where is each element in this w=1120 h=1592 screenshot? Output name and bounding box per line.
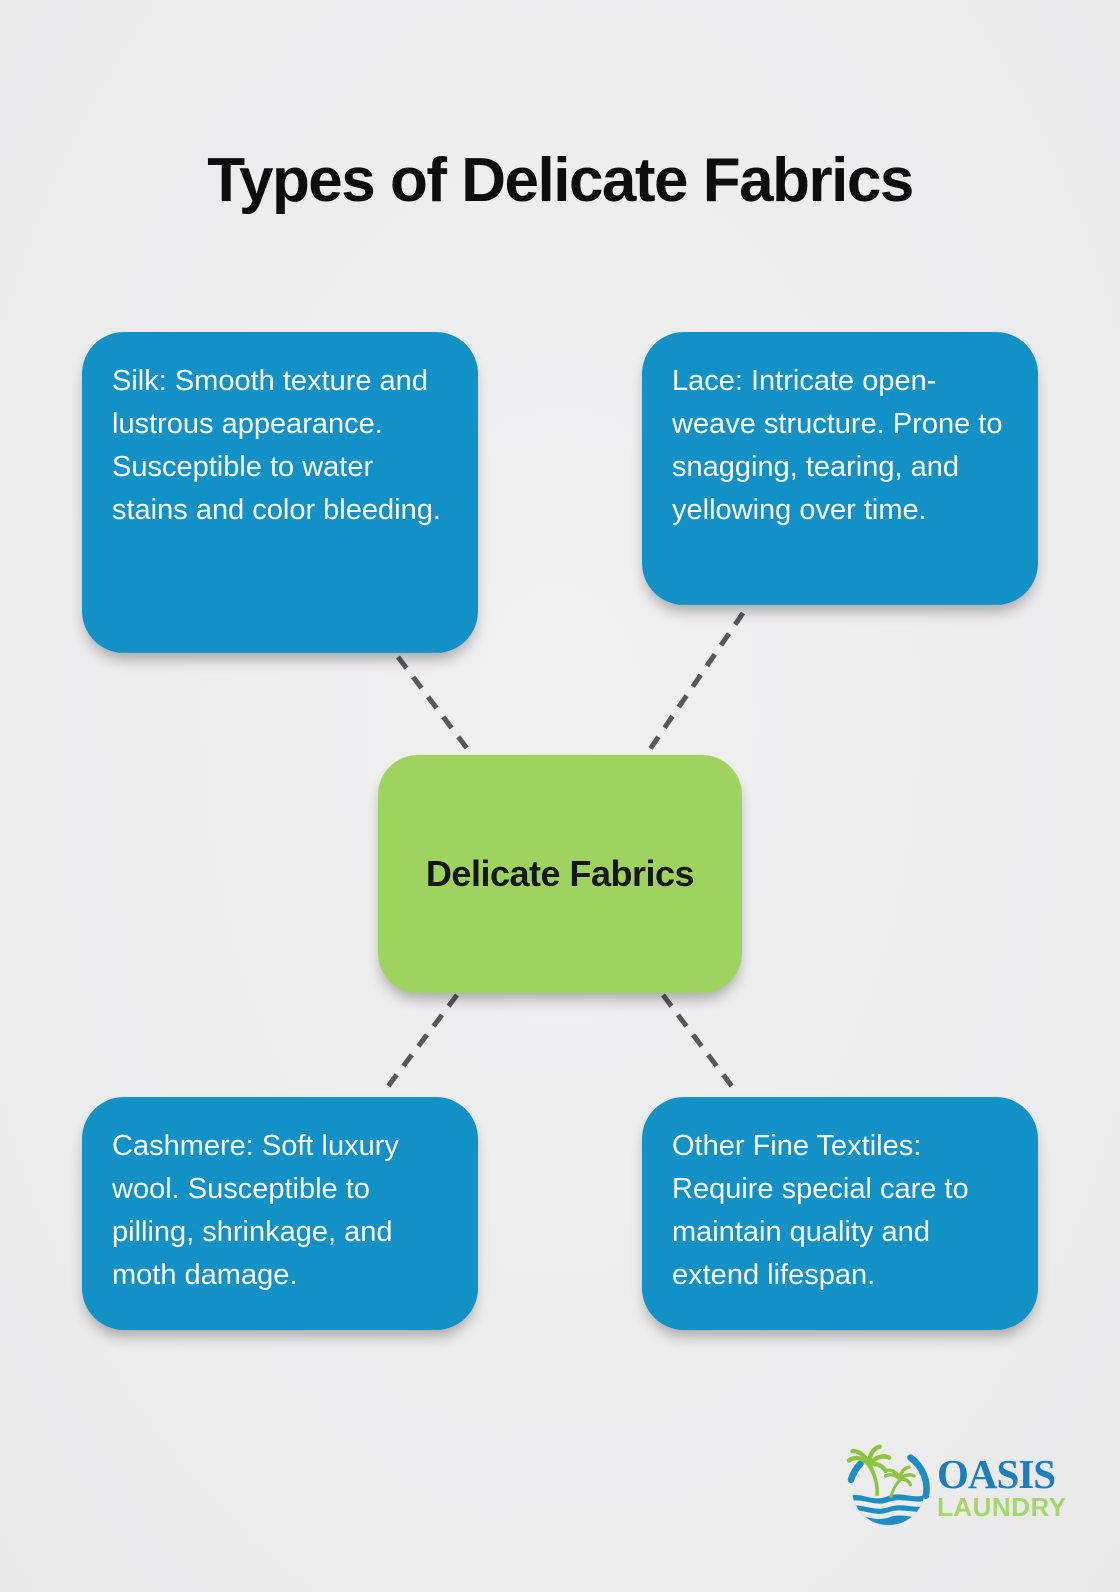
connector-center-cashmere	[381, 993, 459, 1095]
node-cashmere: Cashmere: Soft luxury wool. Susceptible …	[82, 1097, 478, 1330]
brand-text: OASIS LAUNDRY	[937, 1450, 1067, 1522]
node-cashmere-text: Cashmere: Soft luxury wool. Susceptible …	[112, 1130, 399, 1291]
connector-lace-center	[643, 611, 746, 757]
brand-logo: OASIS LAUNDRY	[843, 1443, 1067, 1531]
palm-trees-waves-icon	[846, 1444, 930, 1526]
page-title: Types of Delicate Fabrics	[207, 145, 914, 215]
node-other: Other Fine Textiles: Require special car…	[642, 1097, 1038, 1330]
brand-name: OASIS	[937, 1450, 1056, 1497]
node-silk-text: Silk: Smooth texture and lustrous appear…	[112, 365, 441, 526]
connector-center-other	[661, 993, 739, 1095]
brand-subtitle: LAUNDRY	[937, 1491, 1067, 1522]
node-lace: Lace: Intricate open-weave structure. Pr…	[642, 332, 1038, 605]
node-lace-text: Lace: Intricate open-weave structure. Pr…	[672, 365, 1003, 526]
node-other-text: Other Fine Textiles: Require special car…	[672, 1130, 969, 1291]
center-node: Delicate Fabrics	[378, 755, 742, 993]
palm-tree-small	[883, 1465, 916, 1498]
connector-silk-center	[396, 655, 474, 757]
palm-tree-large	[846, 1444, 892, 1496]
center-node-label: Delicate Fabrics	[425, 853, 695, 894]
node-silk: Silk: Smooth texture and lustrous appear…	[82, 332, 478, 653]
